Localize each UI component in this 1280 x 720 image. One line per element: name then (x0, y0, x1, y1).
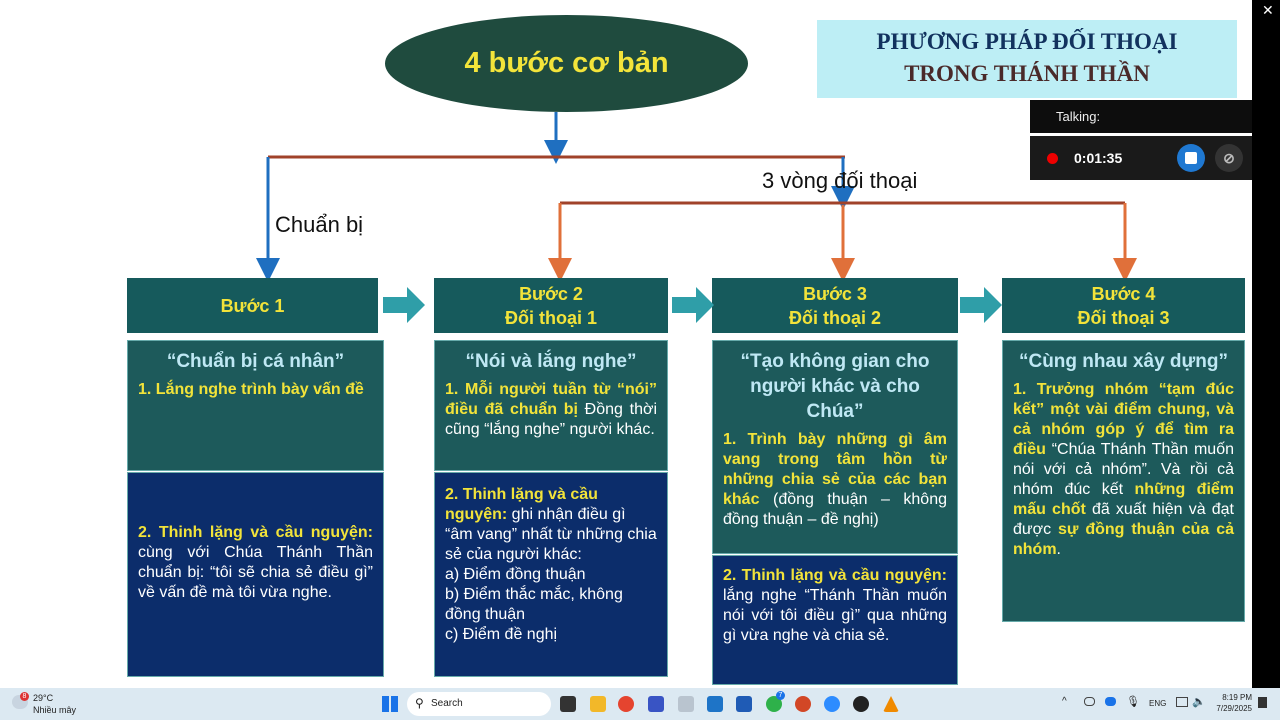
media-player-icon[interactable] (853, 696, 869, 712)
vlc-icon[interactable] (883, 696, 899, 712)
screen-border (1252, 0, 1280, 688)
taskbar: 8 29°C Nhiều mây ⚲ Search 7 ^ 🎙 ENG 🔈 8:1… (0, 688, 1280, 720)
task-view-icon[interactable] (560, 696, 576, 712)
stop-record-button[interactable] (1177, 144, 1205, 172)
search-box[interactable]: ⚲ Search (407, 692, 551, 716)
whatsapp-badge: 7 (776, 691, 785, 700)
clock-time: 8:19 PM (1222, 693, 1252, 702)
title-line-2: TRONG THÁNH THẦN (904, 61, 1150, 86)
arrow-right-icon (383, 287, 425, 323)
weather-badge: 8 (20, 692, 29, 701)
clock[interactable]: 8:19 PM 7/29/2025 (1212, 692, 1252, 714)
app-icon[interactable] (648, 696, 664, 712)
cloud-icon[interactable] (1084, 697, 1095, 706)
close-icon[interactable]: ✕ (1262, 2, 1274, 18)
step-2-top: “Nói và lắng nghe” 1. Mỗi người tuần từ … (434, 340, 668, 471)
onedrive-icon[interactable] (1105, 697, 1116, 706)
connector-lines (256, 112, 1137, 282)
slide-title: PHƯƠNG PHÁP ĐỐI THOẠI TRONG THÁNH THẦN (817, 20, 1237, 98)
file-explorer-icon[interactable] (590, 696, 606, 712)
whatsapp-icon[interactable] (766, 696, 782, 712)
talking-indicator: Talking: (1030, 100, 1252, 133)
main-heading: 4 bước cơ bản (385, 15, 748, 112)
chevron-up-icon[interactable]: ^ (1062, 696, 1067, 707)
title-line-1: PHƯƠNG PHÁP ĐỐI THOẠI (876, 29, 1178, 54)
label-prepare: Chuẩn bị (275, 212, 364, 237)
label-rounds: 3 vòng đối thoại (762, 168, 918, 193)
step-1-bottom: 2. Thinh lặng và cầu nguyện: cùng với Ch… (127, 472, 384, 677)
weather-temp: 29°C (33, 693, 54, 703)
chrome-icon[interactable] (618, 696, 634, 712)
step-2-bottom: 2. Thinh lặng và cầu nguyện: ghi nhận đi… (434, 472, 668, 677)
zoom-icon[interactable] (824, 696, 840, 712)
step-3-bottom: 2. Thinh lặng và cầu nguyện: lắng nghe “… (712, 555, 958, 685)
recording-bar: 0:01:35 ⊘ (1030, 136, 1252, 180)
search-icon: ⚲ (415, 696, 424, 710)
arrow-right-icon (960, 287, 1002, 323)
powerpoint-icon[interactable] (795, 696, 811, 712)
app-icon[interactable] (678, 696, 694, 712)
step-1-top: “Chuẩn bị cá nhân” 1. Lắng nghe trình bà… (127, 340, 384, 471)
volume-icon[interactable]: 🔈 (1192, 696, 1206, 708)
arrow-right-icon (672, 287, 714, 323)
record-timer: 0:01:35 (1074, 150, 1123, 166)
weather-desc: Nhiều mây (33, 705, 77, 715)
step-4-body: “Cùng nhau xây dựng” 1. Trưởng nhóm “tạm… (1002, 340, 1245, 622)
microphone-icon[interactable]: 🎙 (1126, 696, 1140, 708)
step-1-header: Bước 1 (127, 278, 378, 333)
word-icon[interactable] (736, 696, 752, 712)
record-dot-icon (1047, 153, 1058, 164)
step-3-top: “Tạo không gian cho người khác và cho Ch… (712, 340, 958, 554)
windows-start-icon[interactable] (382, 696, 398, 712)
clock-date: 7/29/2025 (1216, 704, 1252, 713)
language-indicator[interactable]: ENG (1149, 699, 1167, 708)
network-icon[interactable] (1176, 697, 1188, 707)
mic-muted-icon[interactable]: ⊘ (1215, 144, 1243, 172)
outlook-icon[interactable] (707, 696, 723, 712)
search-placeholder: Search (431, 698, 463, 709)
notification-icon[interactable] (1258, 697, 1267, 708)
